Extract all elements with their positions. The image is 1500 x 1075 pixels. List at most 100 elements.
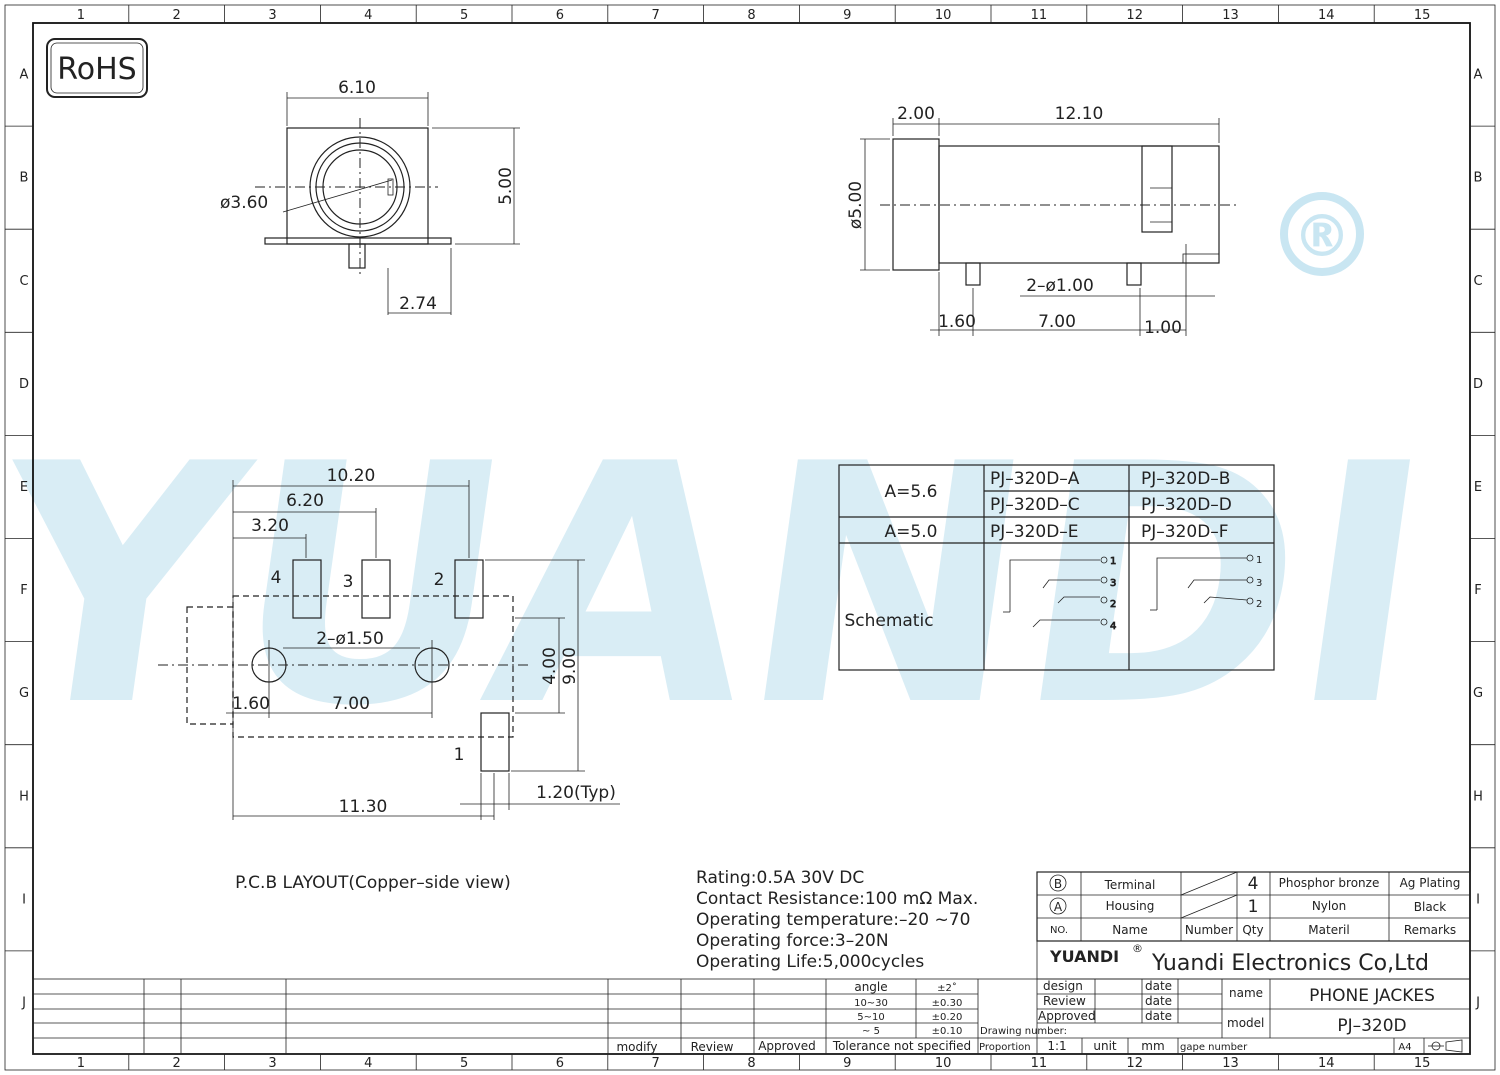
bom-material: Nylon (1312, 899, 1346, 913)
grid-row-label: D (1473, 377, 1483, 392)
grid-row-label: A (1474, 68, 1483, 83)
bom-header: Remarks (1404, 923, 1456, 937)
name-label: name (1229, 986, 1263, 1000)
bom-table: B A Terminal Housing 4 1 Phosphor bronze… (1036, 871, 1471, 942)
schematic-pin: 1 (1256, 555, 1262, 566)
unit-value: mm (1141, 1039, 1164, 1053)
grid-col-label: 3 (268, 8, 276, 23)
grid-col-label: 13 (1222, 1056, 1239, 1071)
proportion-label: Proportion (979, 1042, 1031, 1053)
grid-row-label: G (19, 686, 29, 701)
pcb-dim-length: 11.30 (339, 797, 388, 817)
grid-col-label: 11 (1031, 1056, 1048, 1071)
grid-col-label: 12 (1126, 1056, 1143, 1071)
grid-row-label: J (21, 995, 26, 1010)
grid-col-label: 15 (1414, 8, 1431, 23)
rev-label: Review (691, 1040, 734, 1054)
watermark: YUANDI ® (0, 192, 1450, 779)
tol-val: ±2˚ (937, 982, 957, 994)
review-label: Review (1043, 994, 1086, 1008)
pcb-dim-inner: 4.00 (540, 647, 560, 685)
schematic-pin: 2 (1110, 599, 1116, 610)
grid-col-label: 6 (556, 8, 564, 23)
grid-col-label: 5 (460, 1056, 468, 1071)
grid-col-label: 8 (747, 8, 755, 23)
grid-col-label: 13 (1222, 8, 1239, 23)
grid-col-label: 7 (652, 1056, 660, 1071)
grid-col-label: 6 (556, 1056, 564, 1071)
grid-row-label: F (1474, 583, 1481, 598)
spec-line: Operating force:3–20N (696, 931, 889, 951)
bom-qty: 1 (1248, 897, 1259, 917)
bom-header: NO. (1050, 925, 1068, 936)
pcb-dim-total: 10.20 (327, 466, 376, 486)
rohs-logo: RoHS (46, 38, 148, 98)
watermark-registered: ® (1293, 202, 1351, 270)
tol-val: ±0.20 (932, 1012, 963, 1023)
bom-qty: 4 (1248, 874, 1259, 894)
grid-col-label: 2 (173, 8, 181, 23)
grid-row-label: E (20, 480, 28, 495)
schematic-pin: 3 (1256, 578, 1262, 589)
grid-row-label: B (1474, 171, 1483, 186)
pcb-caption: P.C.B LAYOUT(Copper–side view) (235, 873, 511, 893)
grid-row-label: F (20, 583, 27, 598)
bom-header: Name (1112, 923, 1147, 937)
grid-row-label: H (19, 789, 29, 804)
bom-no: A (1054, 900, 1063, 914)
grid-col-label: 14 (1318, 1056, 1335, 1071)
bom-remarks: Ag Plating (1400, 876, 1461, 890)
grid-row-label: J (1475, 995, 1480, 1010)
pcb-hole-offset-dim: 1.60 (232, 694, 270, 714)
front-diameter-dim: ø3.60 (220, 193, 268, 213)
grid-row-label: H (1473, 789, 1483, 804)
drawing-number-label: Drawing number: (980, 1026, 1067, 1037)
schematic-pin: 4 (1110, 621, 1116, 632)
pcb-hole-pitch-dim: 7.00 (332, 694, 370, 714)
bom-remarks: Black (1414, 900, 1447, 914)
projection-icon (1428, 1039, 1463, 1053)
side-pin-offset-dim: 1.60 (938, 312, 976, 332)
date-label: date (1145, 994, 1172, 1008)
side-view: 2.00 12.10 ø5.00 1.60 7.00 1.00 2–ø1.00 (846, 104, 1240, 338)
unit-label: unit (1093, 1039, 1117, 1053)
variant-cell: PJ–320D–B (1141, 469, 1230, 489)
bom-no: B (1054, 877, 1062, 891)
proportion-value: 1:1 (1047, 1039, 1066, 1053)
tol-key: 10~30 (854, 998, 888, 1009)
pad-label-4: 4 (271, 568, 282, 588)
side-flange-dim: 2.00 (897, 104, 935, 124)
schematic-left: 1 3 2 4 (1003, 556, 1117, 632)
date-label: date (1145, 1009, 1172, 1023)
schematic-label: Schematic (844, 611, 933, 631)
tol-footer: Tolerance not specified (832, 1039, 971, 1053)
title-block: YUANDI ® Yuandi Electronics Co,Ltd angle (32, 940, 1471, 1055)
model-value: PJ–320D (1337, 1016, 1406, 1036)
grid-col-label: 7 (652, 8, 660, 23)
grid-col-label: 5 (460, 8, 468, 23)
spec-line: Operating Life:5,000cycles (696, 952, 924, 972)
pcb-holes-dim: 2–ø1.50 (316, 629, 384, 649)
pcb-dim-outer: 9.00 (560, 647, 580, 685)
specs: Rating:0.5A 30V DC Contact Resistance:10… (696, 868, 978, 972)
front-pin-offset-dim: 2.74 (399, 294, 437, 314)
rohs-text: RoHS (57, 52, 136, 87)
bom-header: Number (1185, 923, 1233, 937)
grid-col-label: 10 (935, 1056, 952, 1071)
schematic-right: 1 3 2 (1150, 554, 1262, 611)
grid-col-label: 1 (77, 8, 85, 23)
design-label: design (1043, 979, 1083, 993)
approved-label: Approved (1038, 1009, 1096, 1023)
schematic-pin: 3 (1110, 578, 1116, 589)
grid-row-label: A (20, 68, 29, 83)
bom-name: Housing (1106, 899, 1155, 913)
variant-cell: PJ–320D–C (990, 495, 1080, 515)
date-label: date (1145, 979, 1172, 993)
grid-row-label: C (19, 274, 28, 289)
company-registered: ® (1132, 942, 1143, 955)
front-width-dim: 6.10 (338, 78, 376, 98)
grid-col-label: 8 (747, 1056, 755, 1071)
